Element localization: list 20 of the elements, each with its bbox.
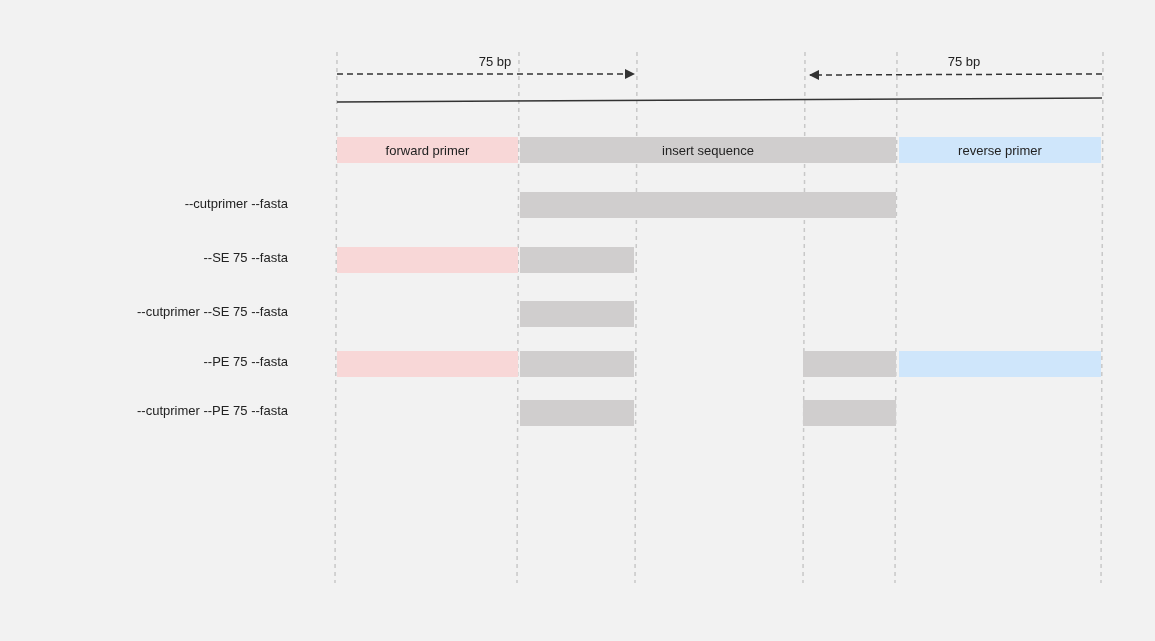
row-label: --cutprimer --SE 75 --fasta: [137, 304, 288, 319]
sequence-segment: insert sequence: [520, 137, 896, 163]
row-label: --SE 75 --fasta: [203, 250, 288, 265]
dimension-label: 75 bp: [478, 54, 512, 69]
bar-segment: [803, 400, 896, 426]
bar-segment: [520, 351, 634, 377]
bar-segment: [899, 351, 1101, 377]
row-label: --cutprimer --fasta: [184, 196, 288, 211]
sequence-segment: reverse primer: [899, 137, 1101, 163]
bar-segment: [337, 351, 518, 377]
sequence-segment: forward primer: [337, 137, 518, 163]
dimension-label: 75 bp: [947, 54, 981, 69]
bar-segment: [520, 301, 634, 327]
bar-segment: [520, 192, 896, 218]
row-label: --PE 75 --fasta: [203, 354, 288, 369]
bar-segment: [520, 247, 634, 273]
bar-segment: [520, 400, 634, 426]
bar-segment: [803, 351, 896, 377]
bar-segment: [337, 247, 518, 273]
row-label: --cutprimer --PE 75 --fasta: [137, 403, 288, 418]
